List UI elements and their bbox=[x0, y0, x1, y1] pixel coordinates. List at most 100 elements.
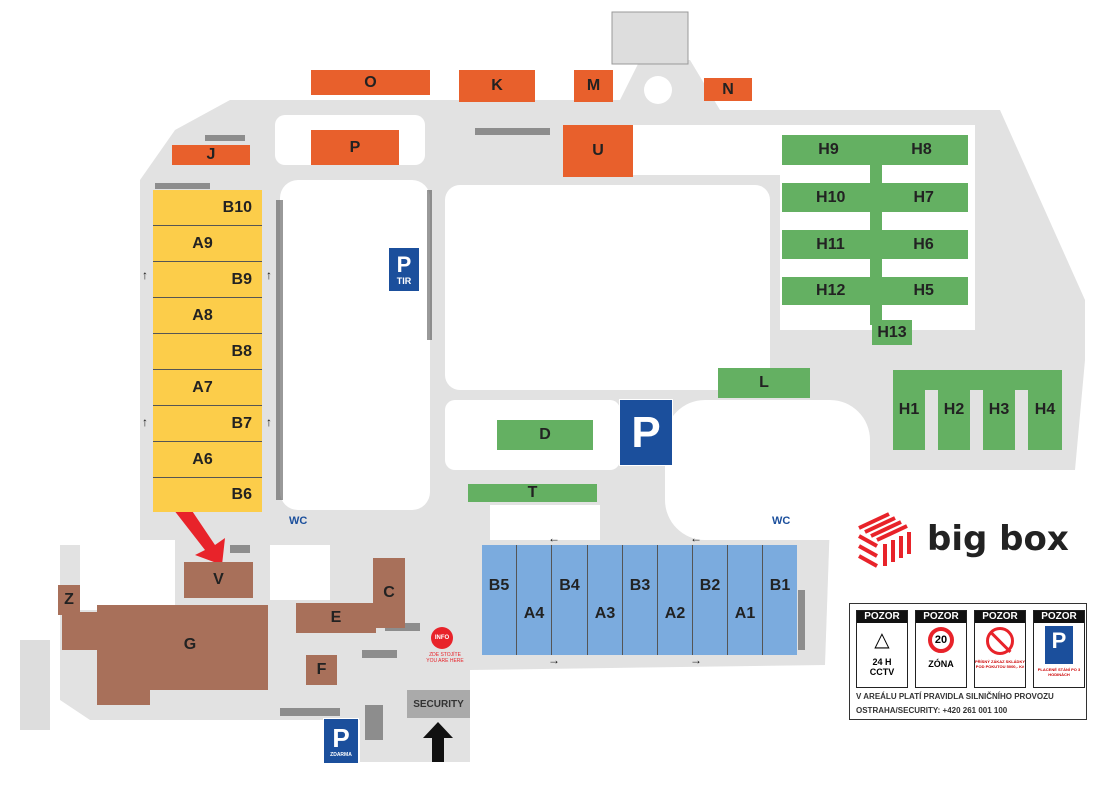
building-E[interactable]: E bbox=[296, 603, 376, 633]
building-J[interactable]: J bbox=[172, 145, 250, 165]
arrow-right-icon: → bbox=[548, 653, 560, 667]
label-H8: H8 bbox=[911, 141, 932, 158]
legend-box: POZOR △ 24 H CCTV POZOR 20 ZÓNA POZOR PŘ… bbox=[849, 603, 1087, 720]
warehouse-B1[interactable]: B1 bbox=[763, 545, 797, 655]
building-C[interactable]: C bbox=[373, 558, 405, 628]
warehouse-H3[interactable]: H3 bbox=[983, 370, 1015, 450]
legend-security-phone: OSTRAHA/SECURITY: +420 261 001 100 bbox=[856, 706, 1008, 715]
security-label: SECURITY bbox=[413, 698, 464, 710]
arrow-left-icon: ← bbox=[548, 531, 560, 545]
sign-text: PLACENÉ STÁNÍ PO 3 HODINÁCH bbox=[1037, 667, 1081, 677]
sign-paid-parking: POZOR P PLACENÉ STÁNÍ PO 3 HODINÁCH bbox=[1033, 610, 1085, 688]
label-H10: H10 bbox=[816, 188, 846, 206]
building-T[interactable]: T bbox=[468, 484, 597, 502]
building-P[interactable]: P bbox=[311, 130, 399, 165]
label-H5: H5 bbox=[913, 282, 934, 299]
info-line2: YOU ARE HERE bbox=[426, 658, 464, 664]
label-H11: H11 bbox=[816, 235, 845, 253]
warehouse-B5[interactable]: B5 bbox=[482, 545, 517, 655]
building-G[interactable]: G bbox=[183, 636, 197, 653]
void bbox=[280, 180, 430, 510]
building-F[interactable]: F bbox=[306, 655, 337, 685]
info-badge[interactable]: INFO bbox=[431, 627, 453, 649]
parking-main-sign[interactable]: P bbox=[619, 399, 673, 466]
sign-text: 24 H bbox=[872, 657, 892, 667]
void bbox=[620, 125, 780, 175]
void bbox=[270, 545, 330, 600]
warehouse-H9-H8[interactable]: H9 H8 bbox=[782, 135, 968, 165]
warehouse-B6[interactable]: B6 bbox=[153, 478, 262, 512]
warehouse-A1[interactable]: A1 bbox=[728, 545, 763, 655]
building-K[interactable]: K bbox=[459, 70, 535, 102]
gate-building bbox=[611, 11, 689, 65]
warehouse-H4[interactable]: H4 bbox=[1028, 370, 1062, 450]
warehouse-H13[interactable]: H13 bbox=[872, 320, 912, 345]
warehouse-B8[interactable]: B8 bbox=[153, 334, 262, 370]
building-L[interactable]: L bbox=[718, 368, 810, 398]
warehouse-B2[interactable]: B2 bbox=[693, 545, 728, 655]
legend-traffic-rules: V AREÁLU PLATÍ PRAVIDLA SILNIČNÍHO PROVO… bbox=[856, 692, 1054, 701]
warehouse-B3[interactable]: B3 bbox=[623, 545, 658, 655]
bigbox-cube-icon bbox=[858, 512, 911, 568]
sign-text: ZÓNA bbox=[928, 659, 954, 669]
entrance-arrow bbox=[423, 722, 453, 762]
building-V[interactable]: V bbox=[184, 562, 253, 598]
security-booth bbox=[407, 690, 470, 718]
building-O[interactable]: O bbox=[311, 70, 430, 95]
sign-header: POZOR bbox=[1034, 611, 1084, 623]
no-dumping-icon bbox=[986, 627, 1014, 655]
sign-header: POZOR bbox=[975, 611, 1025, 623]
building-M[interactable]: M bbox=[574, 70, 613, 102]
sign-header: POZOR bbox=[916, 611, 966, 623]
void bbox=[665, 400, 870, 540]
warehouse-A9[interactable]: A9 bbox=[153, 226, 262, 262]
arrow-up-icon: ↑ bbox=[142, 268, 148, 282]
void bbox=[445, 185, 770, 390]
warehouse-B4[interactable]: B4 bbox=[552, 545, 588, 655]
warehouse-H12-H5[interactable]: H12 H5 bbox=[782, 277, 968, 305]
sign-speed-20: POZOR 20 ZÓNA bbox=[915, 610, 967, 688]
void bbox=[80, 540, 175, 610]
sign-text: PŘÍSNÝ ZÁKAZ SKLÁDKY POD POKUTOU 5000,- … bbox=[975, 659, 1026, 669]
warehouse-B7[interactable]: B7 bbox=[153, 406, 262, 442]
warehouse-B9[interactable]: B9 bbox=[153, 262, 262, 298]
label-H12: H12 bbox=[816, 282, 846, 299]
building-N[interactable]: N bbox=[704, 78, 752, 101]
bigbox-wordmark: big box bbox=[927, 519, 1069, 559]
warehouse-A7[interactable]: A7 bbox=[153, 370, 262, 406]
sign-no-dumping: POZOR PŘÍSNÝ ZÁKAZ SKLÁDKY POD POKUTOU 5… bbox=[974, 610, 1026, 688]
roundabout bbox=[644, 76, 672, 104]
speed-limit-icon: 20 bbox=[928, 627, 954, 653]
warehouse-H2[interactable]: H2 bbox=[938, 370, 970, 450]
wc-label: WC bbox=[289, 515, 308, 527]
warehouse-A8[interactable]: A8 bbox=[153, 298, 262, 334]
label-H9: H9 bbox=[818, 141, 839, 158]
parking-p: P bbox=[396, 251, 412, 277]
parking-p: P bbox=[332, 722, 350, 753]
parking-p: P bbox=[631, 407, 661, 457]
arrow-up-icon: ↑ bbox=[266, 268, 272, 282]
void bbox=[490, 505, 600, 540]
warehouse-B10[interactable]: B10 bbox=[153, 190, 262, 226]
warehouse-A6[interactable]: A6 bbox=[153, 442, 262, 478]
warehouse-H-top bbox=[893, 370, 1062, 390]
warehouse-H1[interactable]: H1 bbox=[893, 370, 925, 450]
sign-header: POZOR bbox=[857, 611, 907, 623]
building-D[interactable]: D bbox=[497, 420, 593, 450]
warehouse-A4[interactable]: A4 bbox=[517, 545, 552, 655]
warehouse-A2[interactable]: A2 bbox=[658, 545, 693, 655]
arrow-up-icon: ↑ bbox=[266, 415, 272, 429]
arrow-left-icon: ← bbox=[690, 531, 702, 545]
parking-free-label: ZDARMA bbox=[330, 751, 352, 758]
bigbox-logo: big box bbox=[855, 510, 1069, 568]
info-line1: ZDE STOJÍTE bbox=[429, 652, 461, 658]
warehouse-A3[interactable]: A3 bbox=[588, 545, 623, 655]
building-U[interactable]: U bbox=[563, 125, 633, 177]
building-Z[interactable]: Z bbox=[58, 585, 80, 615]
